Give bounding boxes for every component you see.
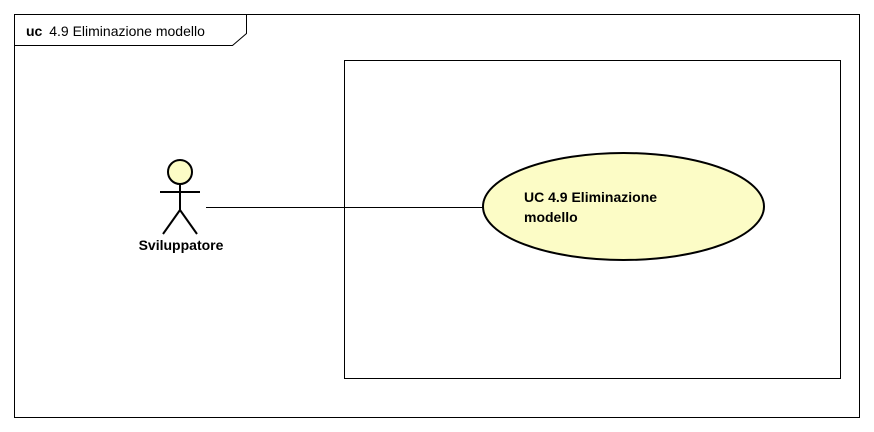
frame-tab [14,14,247,46]
actor-right-leg [179,209,198,235]
actor-name: Sviluppatore [139,237,224,253]
frame-label: uc 4.9 Eliminazione modello [26,23,205,39]
actor-head [167,159,193,185]
frame-keyword: uc [26,23,43,39]
use-case-label-line-1: UC 4.9 Eliminazione [524,189,657,205]
use-case-label: UC 4.9 Eliminazione modello [524,189,661,225]
frame-title: 4.9 Eliminazione modello [49,23,205,39]
use-case-ellipse [482,152,765,261]
actor-figure [160,159,200,235]
use-case-label-line-2: modello [524,209,578,225]
actor-left-leg [162,209,181,235]
